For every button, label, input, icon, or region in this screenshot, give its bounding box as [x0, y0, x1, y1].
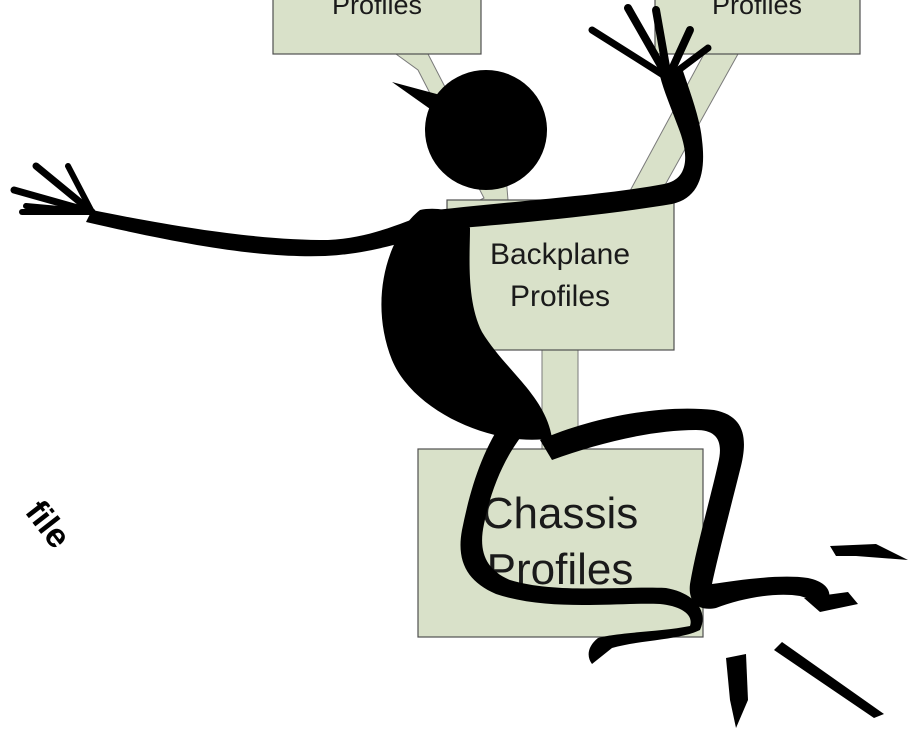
box-top-left: Profiles — [272, 0, 482, 55]
stick-figure-icon — [10, 4, 908, 728]
figure-head — [425, 70, 547, 190]
figure-left-hand — [10, 162, 96, 216]
box-backplane: Backplane Profiles — [446, 199, 675, 351]
figure-right-arm — [420, 68, 704, 230]
figure-left-leg — [460, 418, 703, 664]
box-top-left-label: Profiles — [332, 0, 422, 20]
rotated-file-fragment: file — [18, 494, 78, 556]
figure-right-hand — [588, 4, 712, 82]
box-top-right: Profiles — [654, 0, 861, 55]
figure-body — [381, 208, 552, 440]
impact-streak-1 — [830, 544, 908, 560]
figure-nose — [392, 82, 444, 116]
figure-right-leg — [540, 408, 830, 609]
box-chassis-label-line1: Chassis — [482, 489, 639, 538]
impact-streak-4 — [726, 654, 748, 728]
impact-streak-2 — [804, 592, 858, 612]
box-top-right-label: Profiles — [712, 0, 802, 20]
impact-streak-3 — [774, 642, 884, 718]
box-backplane-label-line1: Backplane — [490, 238, 630, 271]
box-backplane-label-line2: Profiles — [510, 280, 610, 313]
figure-left-arm — [86, 210, 430, 257]
